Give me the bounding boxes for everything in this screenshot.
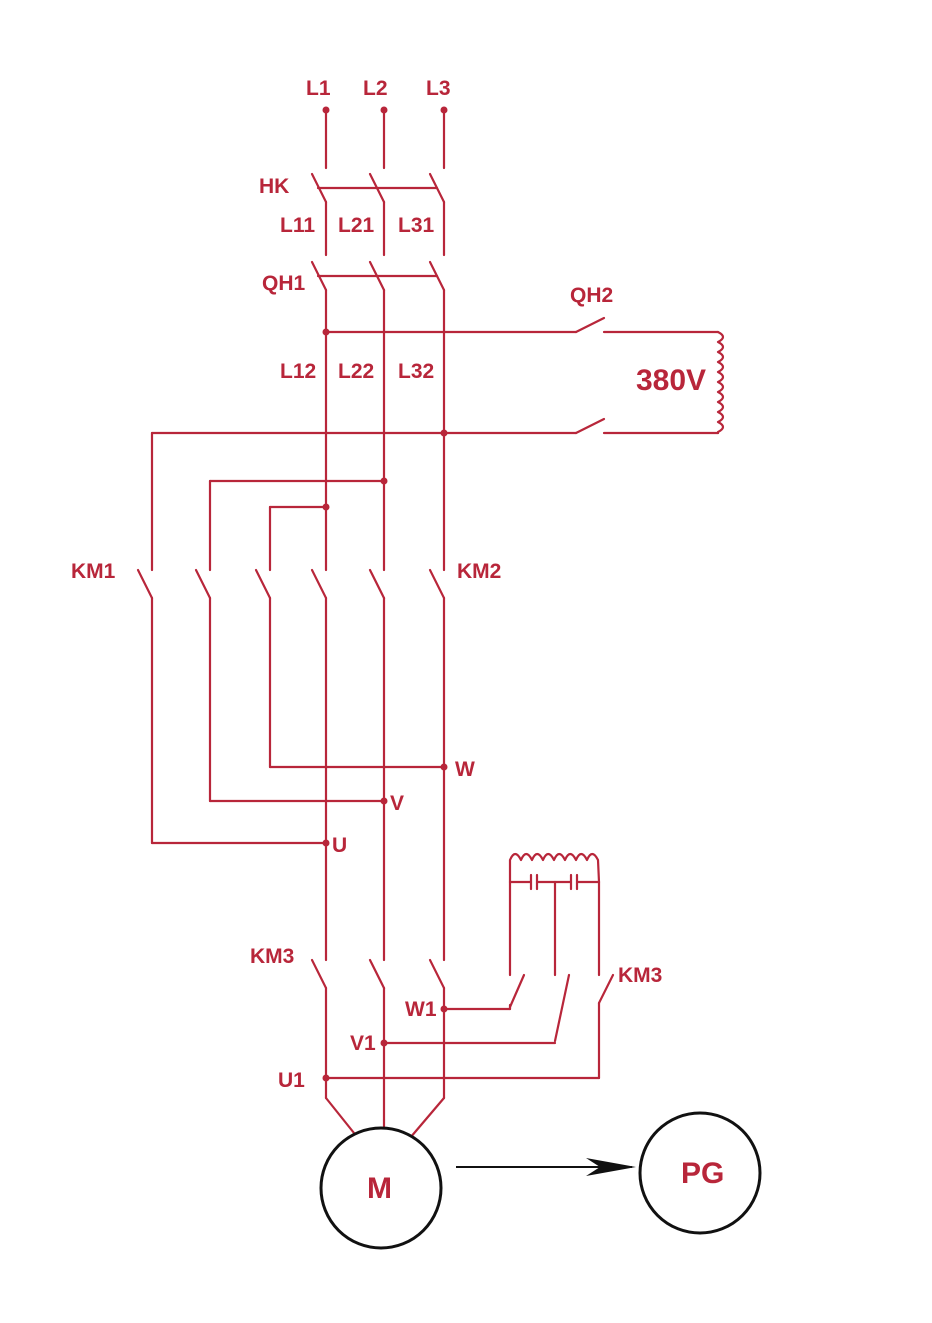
junction-km1-l2 — [381, 478, 388, 485]
terminal-l3 — [441, 107, 448, 114]
label-l11: L11 — [280, 214, 315, 237]
terminal-w — [441, 764, 448, 771]
label-l2: L2 — [363, 77, 388, 100]
junction-qh2-l3 — [441, 430, 448, 437]
supply-coil — [718, 332, 723, 433]
label-voltage: 380V — [636, 364, 706, 397]
terminal-u1 — [323, 1075, 330, 1082]
hk-switch — [312, 174, 444, 202]
label-w: W — [455, 758, 475, 781]
label-l3: L3 — [426, 77, 451, 100]
km1-branches — [138, 433, 444, 843]
terminal-l1 — [323, 107, 330, 114]
label-l22: L22 — [338, 360, 374, 383]
label-l31: L31 — [398, 214, 435, 237]
terminal-u — [323, 840, 330, 847]
qh1-switch — [312, 262, 444, 290]
winding-coil — [510, 854, 599, 882]
label-l12: L12 — [280, 360, 316, 383]
label-km2: KM2 — [457, 560, 501, 583]
shaft-arrow — [456, 1158, 636, 1176]
junction-qh2-l1 — [323, 329, 330, 336]
label-km1: KM1 — [71, 560, 116, 583]
label-u: U — [332, 834, 347, 857]
km3-main-switch — [312, 960, 444, 988]
label-km3-right: KM3 — [618, 964, 662, 987]
label-hk: HK — [259, 175, 289, 198]
label-w1: W1 — [405, 998, 437, 1021]
label-generator: PG — [681, 1157, 724, 1190]
terminal-v1 — [381, 1040, 388, 1047]
junction-km1-l1 — [323, 504, 330, 511]
label-qh1: QH1 — [262, 272, 306, 295]
label-qh2: QH2 — [570, 284, 613, 307]
label-l21: L21 — [338, 214, 375, 237]
label-l32: L32 — [398, 360, 434, 383]
terminal-v — [381, 798, 388, 805]
label-v1: V1 — [350, 1032, 376, 1055]
km2-switch — [312, 570, 444, 598]
label-u1: U1 — [278, 1069, 305, 1092]
label-v: V — [390, 792, 404, 815]
label-motor: M — [367, 1172, 392, 1205]
terminal-w1 — [441, 1006, 448, 1013]
label-l1: L1 — [306, 77, 331, 100]
label-km3-left: KM3 — [250, 945, 294, 968]
terminal-l2 — [381, 107, 388, 114]
